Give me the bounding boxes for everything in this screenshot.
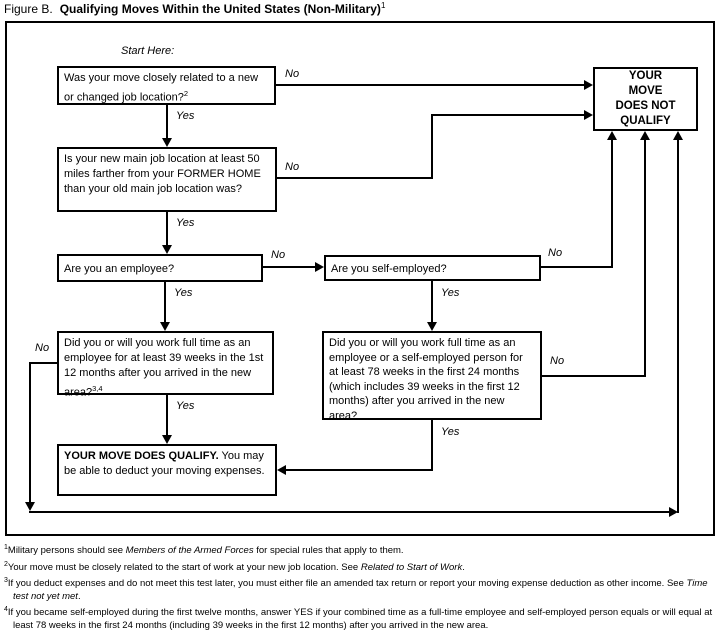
connector-q6-yes-horizontal [286, 469, 433, 471]
footnote-1-marker: 1 [4, 544, 8, 551]
footnote-4-text: If you became self-employed during the f… [7, 607, 713, 632]
label-q2-yes: Yes [176, 217, 195, 229]
start-here-label: Start Here: [121, 45, 175, 57]
arrowhead-q5-no-up [673, 131, 683, 140]
node-50-miles-text: Is your new main job location at least 5… [64, 153, 261, 195]
connector-q5-no-riser [677, 139, 679, 513]
label-q5-no: No [35, 342, 50, 354]
node-self-employed-text: Are you self-employed? [331, 263, 447, 275]
footnote-4-marker: 4 [4, 606, 8, 614]
arrowhead-q1-no [584, 80, 593, 90]
node-39-weeks: Did you or will you work full time as an… [57, 331, 274, 399]
connector-q6-no-horizontal [542, 375, 646, 377]
connector-q4-no-horizontal [541, 266, 613, 268]
label-q6-no: No [550, 355, 565, 367]
label-q4-yes: Yes [441, 287, 460, 299]
footnote-4: 4If you became self-employed during the … [4, 604, 716, 632]
arrowhead-q6-yes [277, 465, 286, 475]
arrowhead-q3-yes [160, 322, 170, 331]
node-78-weeks: Did you or will you work full time as an… [322, 331, 542, 422]
figure-label: Figure B. [4, 2, 53, 16]
connector-q3-yes [164, 282, 166, 323]
label-q2-no: No [285, 161, 300, 173]
footnotes: 1Military persons should see Members of … [4, 542, 716, 634]
arrowhead-q2-no [584, 110, 593, 120]
node-job-related: Was your move closely related to a new o… [57, 66, 276, 105]
footnote-1-text: Military persons should see [7, 545, 126, 557]
arrowhead-q4-yes [427, 322, 437, 331]
footnote-3-text: If you deduct expenses and do not meet t… [7, 578, 687, 590]
connector-q2-yes [166, 212, 168, 246]
diagram-frame [5, 21, 715, 536]
node-50-miles: Is your new main job location at least 5… [57, 147, 277, 212]
connector-q3-no [263, 266, 316, 268]
connector-q4-no-vertical [611, 139, 613, 268]
label-q1-yes: Yes [176, 110, 195, 122]
connector-q5-no-bottom [29, 511, 670, 513]
title-footnote-marker: 1 [380, 1, 386, 10]
node-move-qualifies: YOUR MOVE DOES QUALIFY. You may be able … [57, 444, 277, 496]
footnote-3-em: Time test not yet met [13, 578, 708, 602]
footnote-1-post: for special rules that apply to them. [253, 545, 404, 557]
connector-q6-yes-vertical [431, 420, 433, 471]
label-q3-yes: Yes [174, 287, 193, 299]
node-employee-text: Are you an employee? [64, 263, 175, 275]
arrowhead-q2-yes [162, 245, 172, 254]
node-move-does-not-qualify: YOUR MOVE DOES NOT QUALIFY [593, 67, 698, 131]
label-q3-no: No [271, 249, 286, 261]
connector-q1-yes [166, 105, 168, 141]
figure-heading: Qualifying Moves Within the United State… [59, 2, 381, 16]
node-move-does-not-qualify-text: YOUR MOVE DOES NOT QUALIFY [615, 70, 676, 127]
footnote-3: 3If you deduct expenses and do not meet … [4, 575, 716, 603]
footnote-2-text: Your move must be closely related to the… [7, 561, 361, 573]
node-employee: Are you an employee? [57, 254, 263, 282]
node-39-weeks-text: Did you or will you work full time as an… [64, 337, 264, 399]
node-move-qualifies-body: You may be able to deduct your moving ex… [64, 450, 265, 477]
connector-q4-yes [431, 281, 433, 323]
footnote-1: 1Military persons should see Members of … [4, 542, 716, 558]
footnote-2-em: Related to Start of Work [360, 561, 463, 573]
node-39-weeks-footnote-marker: 3,4 [92, 384, 103, 393]
arrowhead-q6-no [640, 131, 650, 140]
footnote-3-post: . [77, 590, 81, 602]
connector-q1-no [276, 84, 584, 86]
connector-q5-no-vertical [29, 362, 31, 503]
node-job-related-text: Was your move closely related to a new o… [64, 72, 259, 104]
node-job-related-footnote-marker: 2 [183, 89, 189, 98]
footnote-1-em: Members of the Armed Forces [125, 545, 254, 557]
connector-q5-no-horizontal [29, 362, 57, 364]
arrowhead-q4-no [607, 131, 617, 140]
node-move-qualifies-heading: YOUR MOVE DOES QUALIFY. [64, 450, 219, 462]
connector-q2-no-horizontal [277, 177, 433, 179]
node-self-employed: Are you self-employed? [324, 255, 541, 281]
label-q4-no: No [548, 247, 563, 259]
node-78-weeks-text: Did you or will you work full time as an… [329, 337, 523, 422]
connector-q2-no-vertical [431, 114, 433, 179]
footnote-2-post: . [462, 561, 465, 573]
label-q1-no: No [285, 68, 300, 80]
footnote-3-marker: 3 [4, 577, 8, 585]
arrowhead-q3-no [315, 262, 324, 272]
arrowhead-q5-no-down [25, 502, 35, 511]
connector-q5-yes [166, 395, 168, 436]
footnote-2: 2Your move must be closely related to th… [4, 559, 716, 575]
connector-q6-no-vertical [644, 139, 646, 375]
label-q6-yes: Yes [441, 426, 460, 438]
connector-q2-no-horizontal-2 [431, 114, 584, 116]
label-q5-yes: Yes [176, 400, 195, 412]
footnote-2-marker: 2 [4, 560, 8, 568]
arrowhead-q1-yes [162, 138, 172, 147]
arrowhead-q5-no-right [669, 507, 678, 517]
arrowhead-q5-yes [162, 435, 172, 444]
figure-title: Figure B. Qualifying Moves Within the Uni… [4, 1, 385, 16]
